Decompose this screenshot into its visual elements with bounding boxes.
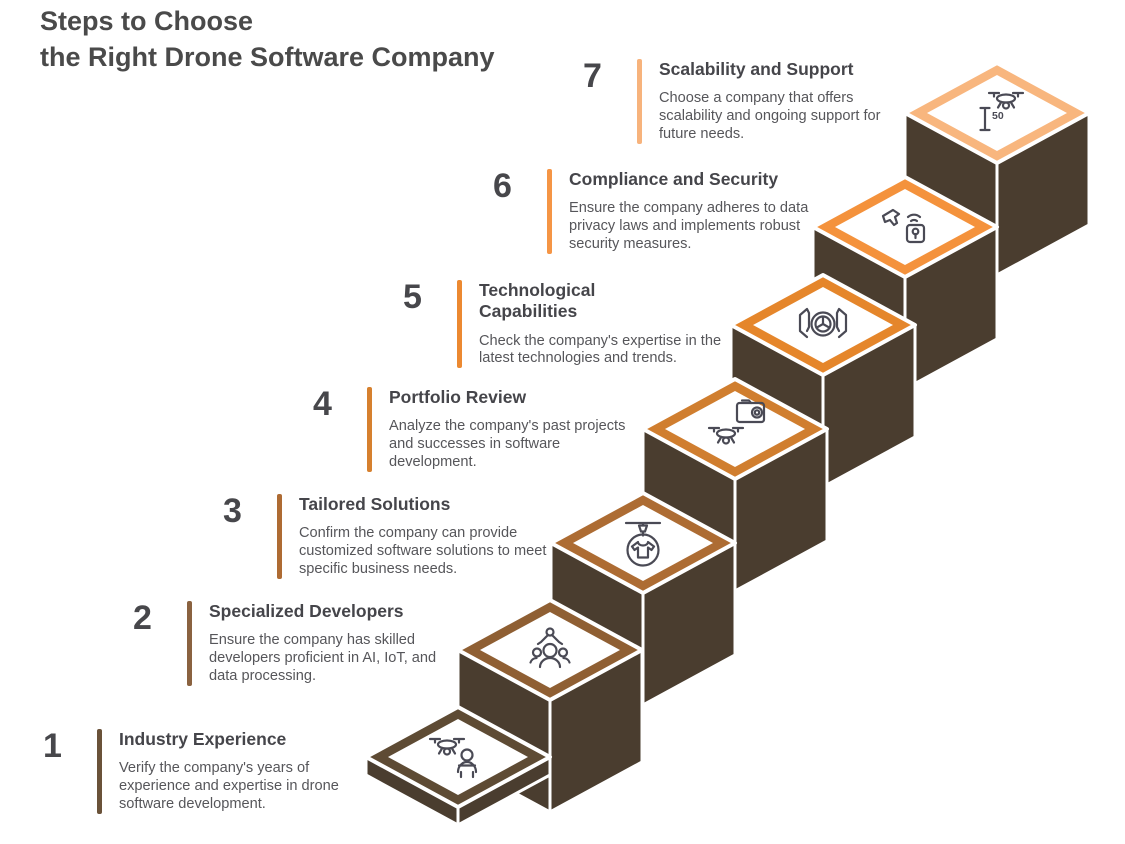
step-title: Scalability and Support — [659, 59, 854, 79]
step-title: Technological Capabilities — [479, 280, 596, 322]
step-number: 3 — [223, 492, 242, 530]
tech-drone-icon — [798, 307, 848, 339]
drone-camera-icon — [707, 399, 766, 445]
svg-text:50: 50 — [992, 110, 1004, 122]
stair-step-2 — [456, 598, 644, 814]
step-description: Ensure the company adheres to data priva… — [569, 200, 809, 252]
step-number: 6 — [493, 167, 512, 205]
step-accent-bar — [367, 387, 372, 472]
step-title: Compliance and Security — [569, 169, 779, 189]
step-top-inner — [388, 719, 528, 795]
plane-security-lock-icon — [881, 208, 926, 244]
step-title: Specialized Developers — [209, 601, 404, 621]
step-top-inner — [480, 612, 620, 688]
step-title: Portfolio Review — [389, 387, 527, 407]
step-block-3: 3 Tailored Solutions Confirm the company… — [223, 494, 551, 579]
step-description: Analyze the company's past projects and … — [389, 418, 626, 470]
step-top-inner — [835, 189, 975, 265]
step-number: 5 — [403, 278, 422, 316]
step-description: Ensure the company has skilled developer… — [209, 632, 437, 684]
step-title: Tailored Solutions — [299, 494, 451, 514]
step-block-6: 6 Compliance and Security Ensure the com… — [493, 169, 821, 254]
step-accent-bar — [637, 59, 642, 144]
step-number: 7 — [583, 57, 602, 95]
step-title: Industry Experience — [119, 729, 287, 749]
step-top-inner — [573, 505, 713, 581]
step-block-5: 5 Technological Capabilities Check the c… — [403, 278, 731, 369]
stair-step-4 — [641, 377, 829, 593]
step-block-7: 7 Scalability and Support Choose a compa… — [583, 59, 911, 144]
step-accent-bar — [187, 601, 192, 686]
step-description: Confirm the company can provide customiz… — [299, 525, 547, 577]
step-accent-bar — [457, 280, 462, 369]
step-block-2: 2 Specialized Developers Ensure the comp… — [133, 601, 461, 686]
step-description: Check the company's expertise in the lat… — [479, 332, 722, 367]
step-number: 4 — [313, 385, 332, 423]
page-title: Steps to Choose the Right Drone Software… — [40, 6, 495, 72]
drone-operator-icon — [428, 737, 478, 779]
step-description: Verify the company's years of experience… — [119, 760, 339, 812]
step-description: Choose a company that offers scalability… — [659, 90, 881, 142]
step-top-inner — [927, 75, 1067, 151]
step-accent-bar — [277, 494, 282, 579]
step-accent-bar — [547, 169, 552, 254]
step-block-1: 1 Industry Experience Verify the company… — [43, 729, 371, 814]
drone-claw-team-icon — [529, 627, 571, 669]
drone-altitude-ruler-icon: 50 — [979, 91, 1025, 132]
step-block-4: 4 Portfolio Review Analyze the company's… — [313, 387, 641, 472]
step-number: 2 — [133, 599, 152, 637]
step-accent-bar — [97, 729, 102, 814]
stair-step-1 — [364, 705, 552, 827]
drone-tshirt-delivery-icon — [624, 521, 662, 567]
step-number: 1 — [43, 727, 62, 765]
